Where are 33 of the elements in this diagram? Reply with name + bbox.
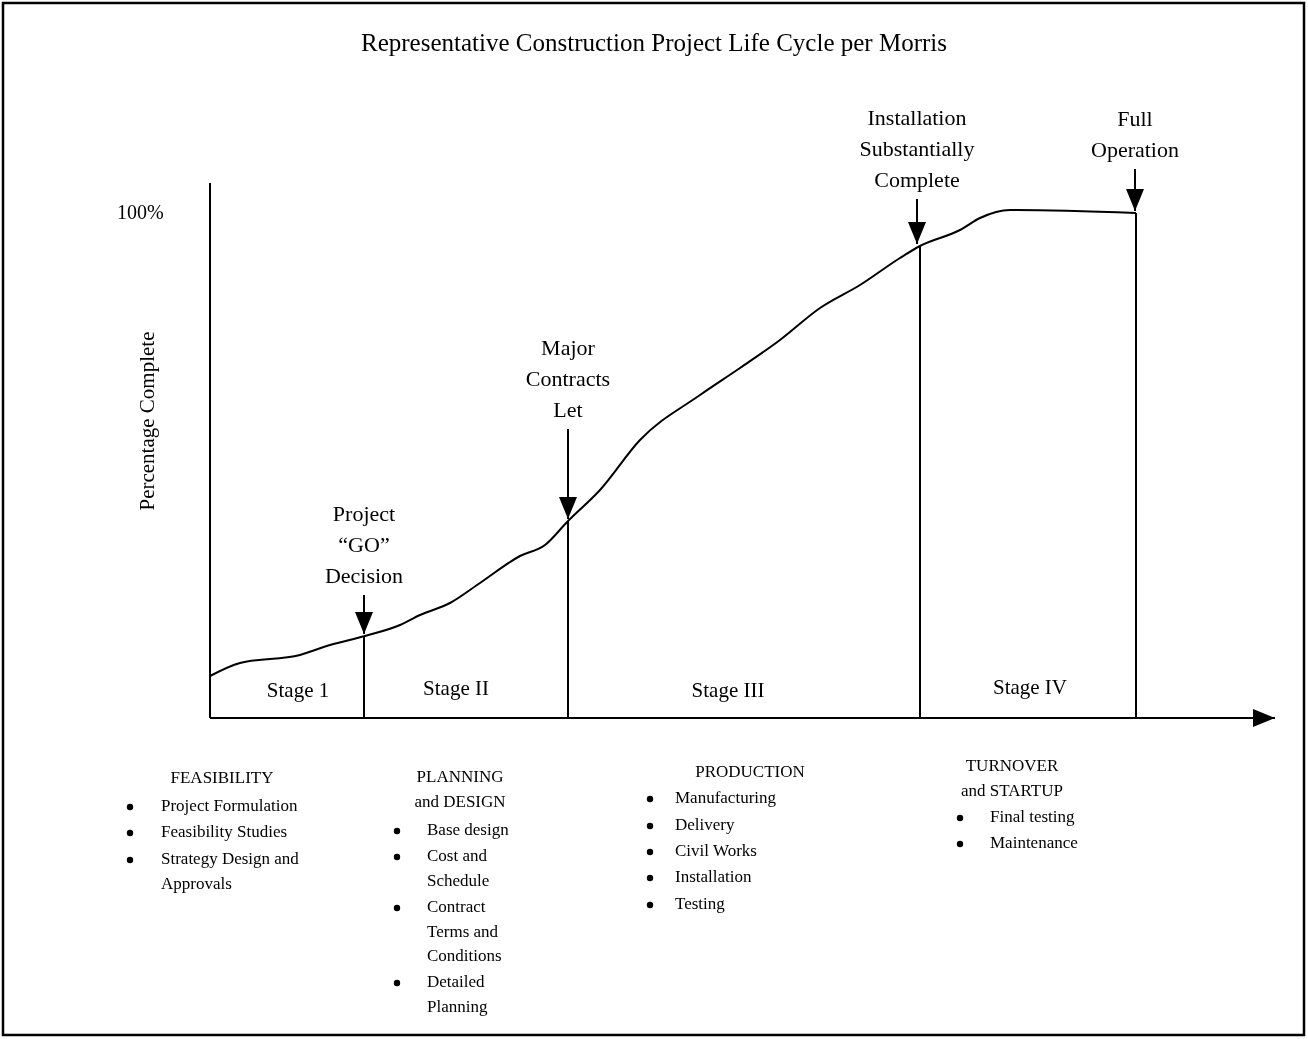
stage-label: Stage II [422,675,490,701]
stage-label: Stage 1 [265,677,331,703]
milestone-label: Installation Substantially Complete [858,104,976,194]
list-item: Project Formulation [161,795,299,817]
list-item: Delivery [675,814,736,836]
stage-label: Stage IV [991,674,1069,700]
phase-heading: FEASIBILITY [169,767,275,789]
phase-heading: TURNOVER and STARTUP [960,755,1064,802]
list-item: Cost and Schedule [427,845,491,892]
list-item: Detailed Planning [427,971,489,1018]
phase-heading: PRODUCTION [694,761,806,783]
axis-tick-label: 100% [117,200,165,225]
list-item: Contract Terms and Conditions [427,896,503,967]
list-item: Civil Works [675,840,758,862]
list-item: Installation [675,866,753,888]
list-item: Maintenance [990,832,1079,854]
list-item: Feasibility Studies [161,821,289,843]
title: Representative Construction Project Life Cycle per Morris [360,28,948,58]
phase-heading: PLANNING and DESIGN [413,766,507,813]
milestone-label: Major Contracts Let [524,334,612,424]
list-item: Base design [427,819,510,841]
arrow [559,428,577,520]
stage-label: Stage III [690,677,766,703]
milestone-label: Full Operation [1090,105,1180,164]
arrow [1126,168,1144,212]
arrow [355,594,373,635]
list-item: Final testing [990,806,1076,828]
list-item: Testing [675,893,726,915]
list-item: Manufacturing [675,787,778,809]
arrow [908,198,926,245]
list-item: Strategy Design and Approvals [161,848,300,895]
axis-title: Percentage Complete [134,330,160,513]
milestone-label: Project “GO” Decision [323,500,405,590]
